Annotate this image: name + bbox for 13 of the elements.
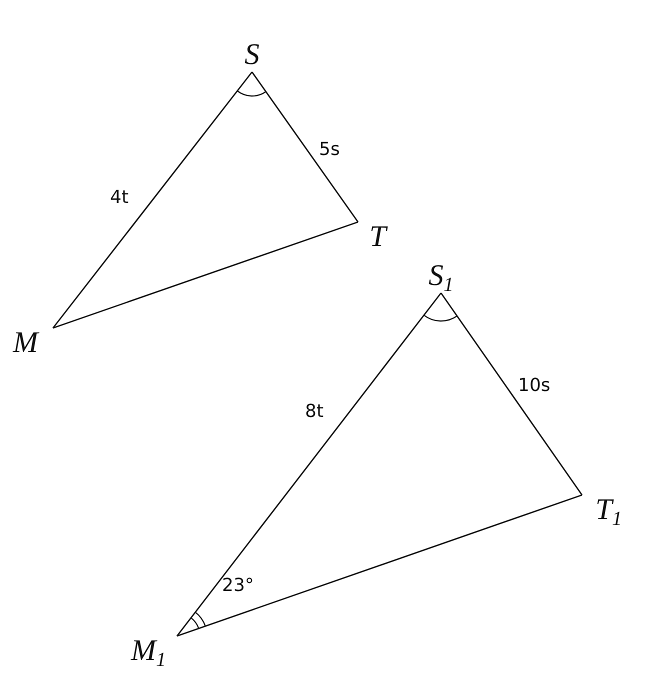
vertex-label: M$_{1}$: [131, 636, 177, 670]
triangle-side: [176, 292, 442, 636]
vertex-label: T$_{1}$: [582, 495, 622, 529]
vertex-label: S$_{1}$: [424, 261, 458, 293]
triangle-side: [440, 292, 583, 496]
vertex-label: T: [358, 222, 386, 254]
vertex-label: S: [239, 40, 265, 72]
triangle-side: [251, 72, 359, 222]
vertex-label: M: [13, 328, 53, 360]
triangle-side: [52, 72, 253, 328]
triangle-side: [176, 494, 582, 637]
triangle-side: [52, 221, 358, 329]
angle-label: 23°: [222, 576, 254, 596]
